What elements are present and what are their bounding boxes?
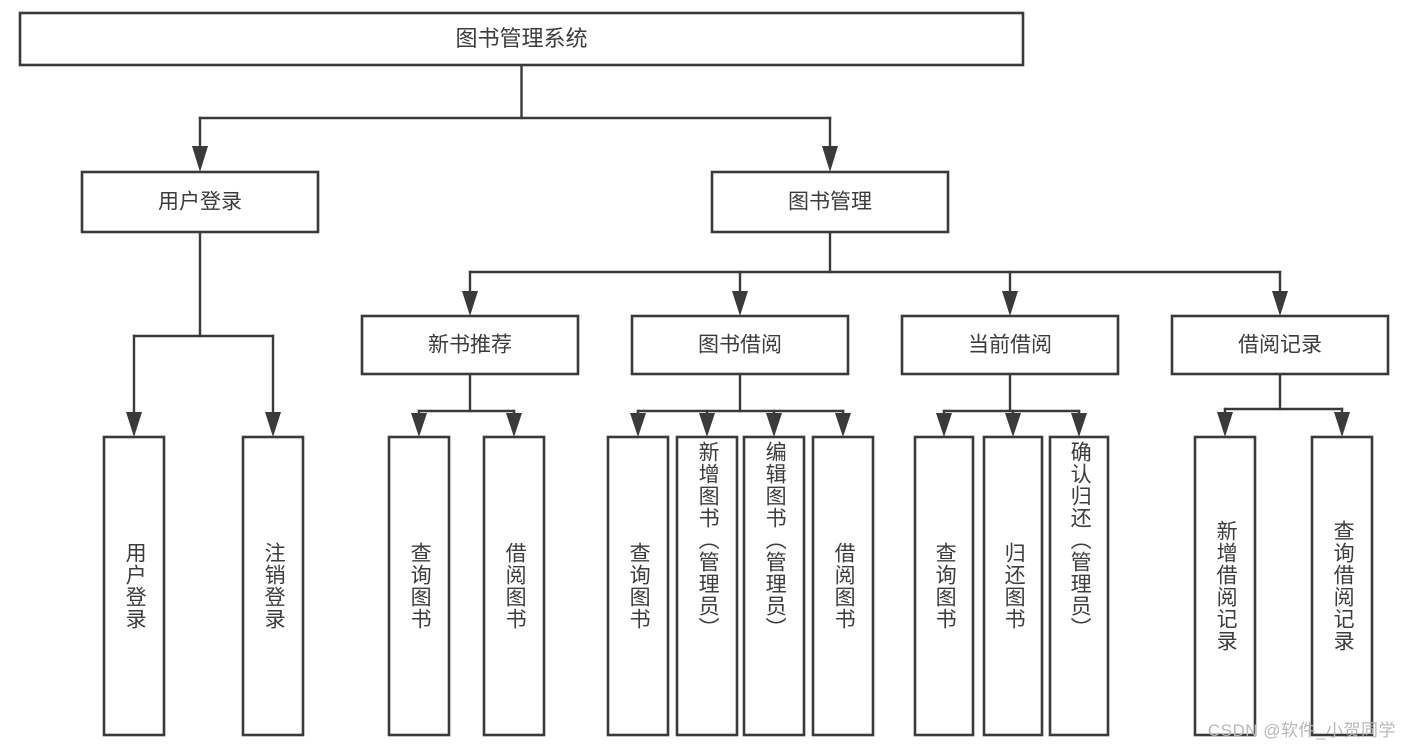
node-borrow-records-box[interactable] [1170, 314, 1390, 376]
node-new-book-recommend-box[interactable] [360, 314, 580, 376]
arrow-head-icon [936, 413, 952, 437]
arrow-head-icon [1217, 412, 1233, 437]
leaf-box-borrow-book[interactable] [811, 435, 875, 737]
node-book-borrow[interactable]: 图书借阅 [630, 314, 850, 376]
arrow-head-icon [1005, 413, 1021, 437]
edge-group-user-login [126, 230, 281, 437]
arrow-head-icon [1002, 291, 1018, 316]
arrow-head-icon [732, 291, 748, 316]
leaf-box-query-book-new[interactable] [387, 435, 451, 737]
leaf-box-query-book-current[interactable] [913, 435, 975, 737]
node-user-login-box[interactable] [80, 170, 320, 234]
node-root-system[interactable]: 图书管理系统 [18, 11, 1025, 67]
node-book-management[interactable]: 图书管理 [710, 170, 950, 234]
arrow-head-icon [1272, 291, 1288, 316]
node-borrow-records-label: 借阅记录 [1238, 334, 1322, 357]
node-book-borrow-label: 图书借阅 [698, 334, 782, 357]
node-user-login[interactable]: 用户登录 [80, 170, 320, 234]
arrow-head-icon [265, 412, 281, 437]
edge-group-current-borrow [936, 372, 1087, 437]
leaf-box-query-borrow-record[interactable] [1310, 435, 1374, 737]
leaf-box-confirm-return-admin[interactable] [1048, 435, 1110, 737]
leaf-box-query-book-borrow[interactable] [606, 435, 670, 737]
arrow-head-icon [192, 146, 208, 172]
node-borrow-records[interactable]: 借阅记录 [1170, 314, 1390, 376]
node-root-box[interactable] [18, 11, 1025, 67]
arrow-head-icon [699, 413, 715, 437]
node-user-login-label: 用户登录 [158, 191, 242, 214]
arrow-head-icon [766, 413, 782, 437]
node-book-management-label: 图书管理 [788, 191, 872, 214]
edge-group-book-borrow [630, 372, 851, 437]
node-new-book-recommend[interactable]: 新书推荐 [360, 314, 580, 376]
edge-group-new-book [411, 372, 522, 437]
arrow-head-icon [630, 413, 646, 437]
node-new-book-recommend-label: 新书推荐 [428, 334, 512, 357]
arrow-head-icon [506, 413, 522, 437]
node-book-management-box[interactable] [710, 170, 950, 234]
arrow-head-icon [1334, 412, 1350, 437]
arrow-head-icon [1071, 413, 1087, 437]
arrow-head-icon [822, 146, 838, 172]
edge-group-book-mgmt [462, 230, 1288, 316]
leaf-box-user-login[interactable] [102, 435, 166, 737]
node-book-borrow-box[interactable] [630, 314, 850, 376]
node-current-borrow-box[interactable] [900, 314, 1120, 376]
leaf-box-return-book[interactable] [982, 435, 1044, 737]
edge-group-borrow-records [1217, 372, 1350, 437]
arrow-head-icon [126, 412, 142, 437]
watermark-text: CSDN @软件_小贺同学 [1207, 721, 1396, 740]
leaf-box-add-borrow-record[interactable] [1193, 435, 1257, 737]
leaf-box-add-book-admin[interactable] [675, 435, 739, 737]
node-current-borrow[interactable]: 当前借阅 [900, 314, 1120, 376]
leaf-box-logout[interactable] [241, 435, 305, 737]
node-current-borrow-label: 当前借阅 [968, 334, 1052, 357]
leaf-box-borrow-book-new[interactable] [482, 435, 546, 737]
edge-group-root [192, 63, 838, 172]
arrow-head-icon [835, 413, 851, 437]
arrow-head-icon [462, 291, 478, 316]
arrow-head-icon [411, 413, 427, 437]
node-root-label: 图书管理系统 [455, 26, 587, 51]
leaf-box-edit-book-admin[interactable] [742, 435, 806, 737]
